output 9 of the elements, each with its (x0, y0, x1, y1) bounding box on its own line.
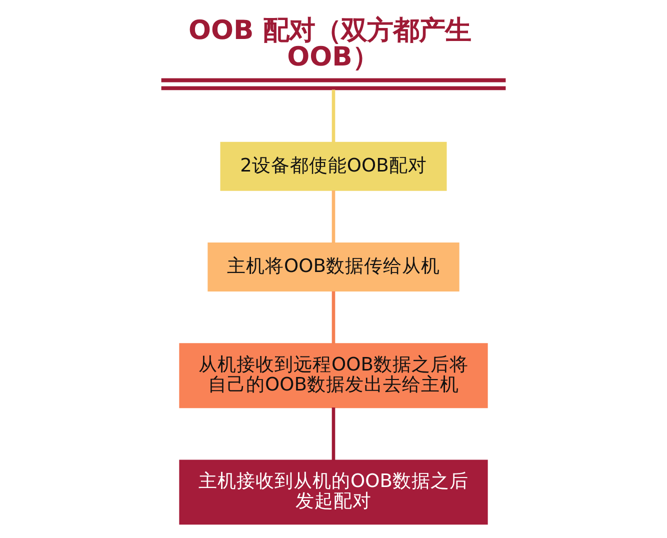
connector (332, 190, 336, 244)
node-box: 从机接收到远程OOB数据之后将自己的OOB数据发出去给主机 (179, 343, 488, 408)
node-box: 主机将OOB数据传给从机 (208, 242, 460, 292)
diagram-title: OOB 配对（双方都产生OOB） (188, 15, 471, 73)
connector (332, 90, 336, 142)
node-box: 主机接收到从机的OOB数据之后发起配对 (179, 460, 488, 525)
connector (332, 408, 336, 460)
connector (332, 291, 336, 344)
node-box: 2设备都使能OOB配对 (220, 142, 447, 191)
